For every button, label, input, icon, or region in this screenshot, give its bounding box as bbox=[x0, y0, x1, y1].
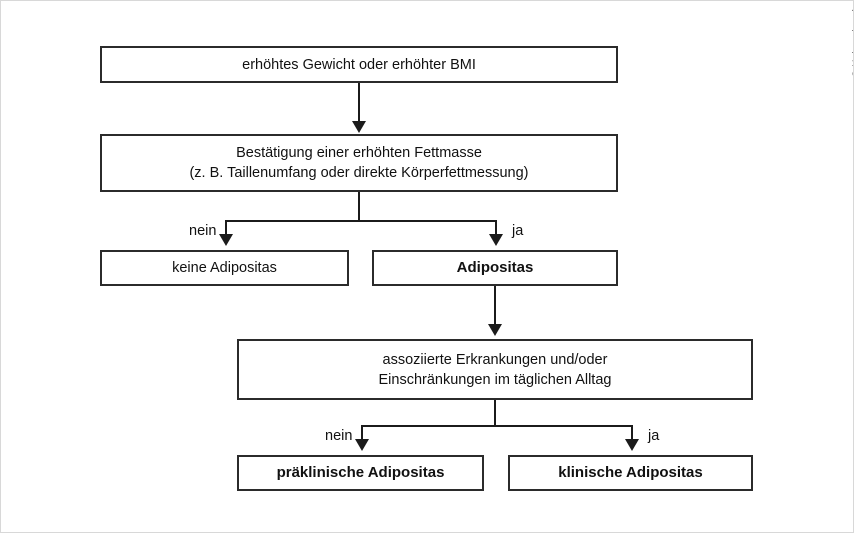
node-erhoehtes-gewicht: erhöhtes Gewicht oder erhöhter BMI bbox=[100, 46, 618, 83]
connector-vertical-2 bbox=[494, 286, 496, 326]
node-line: assoziierte Erkrankungen und/oder bbox=[382, 351, 608, 368]
node-adipositas: Adipositas bbox=[372, 250, 618, 286]
branch-label-split2-nein: nein bbox=[325, 428, 353, 444]
node-line: präklinische Adipositas bbox=[276, 463, 445, 481]
arrow-down-split2-right bbox=[625, 439, 639, 451]
node-assoziierte-erkrankungen: assoziierte Erkrankungen und/oder Einsch… bbox=[237, 339, 753, 400]
arrow-down-1 bbox=[352, 121, 366, 133]
node-line: Adipositas bbox=[456, 258, 534, 276]
branch-label-split2-ja: ja bbox=[648, 428, 660, 444]
split2-bar bbox=[361, 425, 633, 427]
node-line: klinische Adipositas bbox=[558, 463, 703, 481]
node-praeklinische-adipositas: präklinische Adipositas bbox=[237, 455, 484, 491]
arrow-down-split1-right bbox=[489, 234, 503, 246]
node-keine-adipositas: keine Adipositas bbox=[100, 250, 349, 286]
split1-left-drop bbox=[225, 220, 227, 236]
arrow-down-2 bbox=[488, 324, 502, 336]
branch-label-split1-ja: ja bbox=[512, 223, 524, 239]
split2-stem bbox=[494, 400, 496, 427]
node-line: erhöhtes Gewicht oder erhöhter BMI bbox=[242, 56, 476, 73]
split2-right-drop bbox=[631, 425, 633, 441]
node-line: Bestätigung einer erhöhten Fettmasse bbox=[236, 145, 482, 161]
split2-left-drop bbox=[361, 425, 363, 441]
arrow-down-split2-left bbox=[355, 439, 369, 451]
split1-stem bbox=[358, 192, 360, 222]
node-klinische-adipositas: klinische Adipositas bbox=[508, 455, 753, 491]
connector-vertical-1 bbox=[358, 83, 360, 125]
node-line: keine Adipositas bbox=[172, 260, 277, 276]
node-bestaetigung-fettmasse: Bestätigung einer erhöhten Fettmasse (z.… bbox=[100, 134, 618, 192]
branch-label-split1-nein: nein bbox=[189, 223, 217, 239]
split1-right-drop bbox=[495, 220, 497, 236]
node-line: Einschränkungen im täglichen Alltag bbox=[378, 371, 612, 388]
arrow-down-split1-left bbox=[219, 234, 233, 246]
node-line: (z. B. Taillenumfang oder direkte Körper… bbox=[189, 165, 529, 181]
split1-bar bbox=[225, 220, 497, 222]
